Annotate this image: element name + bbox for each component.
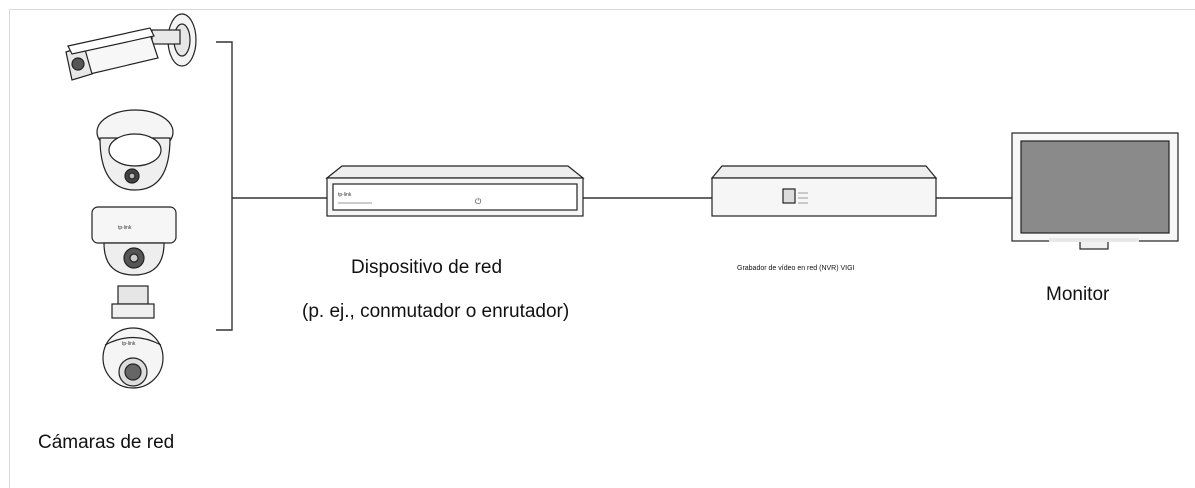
cameras-label: Cámaras de red xyxy=(38,432,175,453)
svg-text:tp-link: tp-link xyxy=(122,341,136,347)
nvr-icon xyxy=(710,165,938,217)
connection-lines xyxy=(216,41,1012,331)
dome-camera-icon xyxy=(96,109,174,191)
network-device-label: Dispositivo de red xyxy=(351,257,503,278)
monitor-icon xyxy=(1011,132,1179,250)
nvr-label: Grabador de vídeo en red (NVR) VIGI xyxy=(737,265,855,272)
svg-text:⏻: ⏻ xyxy=(475,197,482,206)
turret-camera-icon: tp-link xyxy=(91,206,177,276)
diagram-frame xyxy=(9,9,1195,488)
monitor-label: Monitor xyxy=(1046,284,1110,305)
camera-bracket xyxy=(216,41,233,331)
ptz-camera-icon: tp-link xyxy=(102,285,164,389)
network-switch-icon: tp-link ⏻ xyxy=(325,165,585,217)
svg-text:tp-link: tp-link xyxy=(338,192,352,198)
bullet-camera-icon xyxy=(65,13,197,81)
svg-text:tp-link: tp-link xyxy=(118,225,132,231)
network-device-example-label: (p. ej., conmutador o enrutador) xyxy=(302,301,570,322)
